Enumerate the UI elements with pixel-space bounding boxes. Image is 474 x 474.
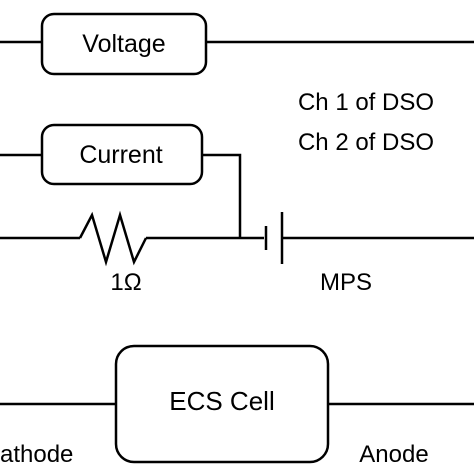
resistor-value-label: 1Ω bbox=[110, 269, 141, 296]
ch1-label: Ch 1 of DSO bbox=[298, 89, 434, 116]
voltage-block bbox=[40, 12, 208, 76]
voltage-label: Voltage bbox=[82, 30, 165, 58]
power-supply-label: MPS bbox=[320, 269, 372, 296]
ecs-cell-label: ECS Cell bbox=[169, 386, 274, 416]
current-wire-right bbox=[202, 153, 242, 238]
resistor-symbol bbox=[78, 210, 148, 267]
cathode-label: athode bbox=[0, 441, 73, 468]
ch2-label: Ch 2 of DSO bbox=[298, 129, 434, 156]
anode-label: Anode bbox=[359, 441, 428, 468]
current-label: Current bbox=[79, 141, 162, 169]
